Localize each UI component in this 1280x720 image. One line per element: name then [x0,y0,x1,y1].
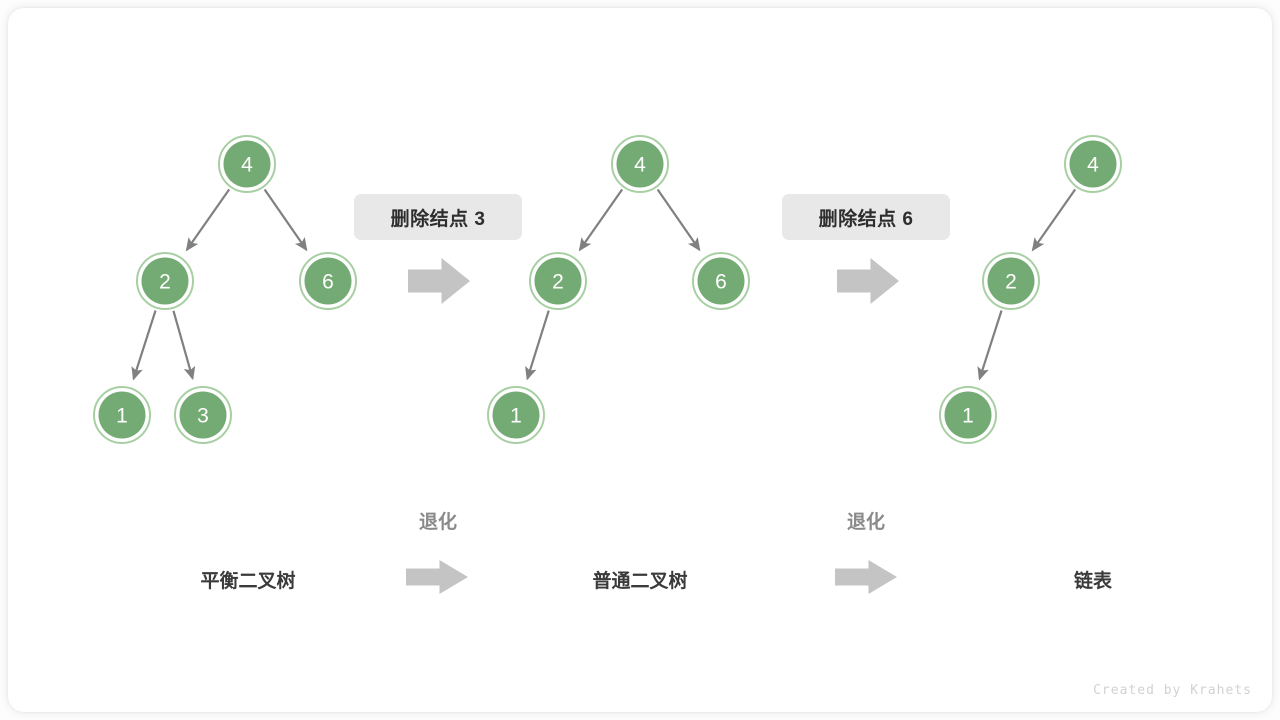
tree-edge-n4-n2 [185,188,231,252]
node-ring [939,386,997,444]
tree-edge-n2-n1 [131,310,157,381]
node-circle [697,257,745,305]
tree-node-6: 6 [299,252,357,310]
tree-node-4: 4 [1064,135,1122,193]
node-value: 1 [116,405,128,428]
node-ring [1064,135,1122,193]
tree-node-4: 4 [611,135,669,193]
node-circle [141,257,189,305]
node-ring [218,135,276,193]
node-value: 1 [962,405,974,428]
node-ring [174,386,232,444]
step-label-degenerate-2: 退化 [846,512,885,533]
transition-arrow-2 [837,258,899,304]
tree-stage-ordinary: 4 2 6 1 [487,135,750,444]
tree-edge-m2-m1 [525,310,550,381]
tree-stage-linkedlist: 4 2 1 [939,135,1122,444]
diagram-card [8,8,1272,712]
caption-balanced-binary-tree: 平衡二叉树 [200,571,296,592]
node-ring [136,252,194,310]
node-circle [616,140,664,188]
tree-stage-balanced: 4 2 6 1 3 [93,135,357,444]
node-circle [534,257,582,305]
degenerate-arrow-1 [406,560,468,594]
node-value: 2 [159,271,171,294]
node-ring [692,252,750,310]
degenerate-arrow-2 [835,560,897,594]
node-value: 2 [552,271,564,294]
tree-edge-n4-n6 [263,188,308,252]
badge-delete-node-6: 删除结点 6 [782,194,950,240]
node-ring [611,135,669,193]
badge-delete-node-3: 删除结点 3 [354,194,522,240]
tree-edge-n2-n3 [172,310,196,381]
node-value: 4 [634,154,646,177]
node-value: 6 [715,271,727,294]
node-circle [179,391,227,439]
node-ring [982,252,1040,310]
node-ring [299,252,357,310]
node-ring [487,386,545,444]
node-value: 4 [1087,154,1099,177]
tree-node-1: 1 [487,386,545,444]
tree-node-2: 2 [136,252,194,310]
node-value: 1 [510,405,522,428]
node-ring [529,252,587,310]
tree-edge-r2-r1 [977,310,1003,381]
watermark-credit: Created by Krahets [1093,683,1252,698]
tree-edge-m4-m6 [656,188,701,252]
tree-node-1: 1 [939,386,997,444]
tree-edge-r4-r2 [1031,188,1077,252]
tree-node-3: 3 [174,386,232,444]
node-circle [1069,140,1117,188]
node-circle [492,391,540,439]
tree-node-4: 4 [218,135,276,193]
node-value: 4 [241,154,253,177]
node-circle [223,140,271,188]
badge-delete-node-6-label: 删除结点 6 [818,208,914,230]
node-value: 6 [322,271,334,294]
step-label-degenerate-1: 退化 [418,512,457,533]
node-ring [93,386,151,444]
node-circle [304,257,352,305]
node-circle [98,391,146,439]
node-value: 3 [197,405,209,428]
transition-arrow-1 [408,258,470,304]
node-value: 2 [1005,271,1017,294]
caption-linked-list: 链表 [1073,571,1113,592]
node-circle [944,391,992,439]
tree-edge-m4-m2 [578,188,624,252]
node-circle [987,257,1035,305]
badge-delete-node-3-label: 删除结点 3 [390,208,486,230]
tree-node-1: 1 [93,386,151,444]
tree-node-6: 6 [692,252,750,310]
tree-node-2: 2 [529,252,587,310]
caption-ordinary-binary-tree: 普通二叉树 [592,571,688,592]
tree-node-2: 2 [982,252,1040,310]
